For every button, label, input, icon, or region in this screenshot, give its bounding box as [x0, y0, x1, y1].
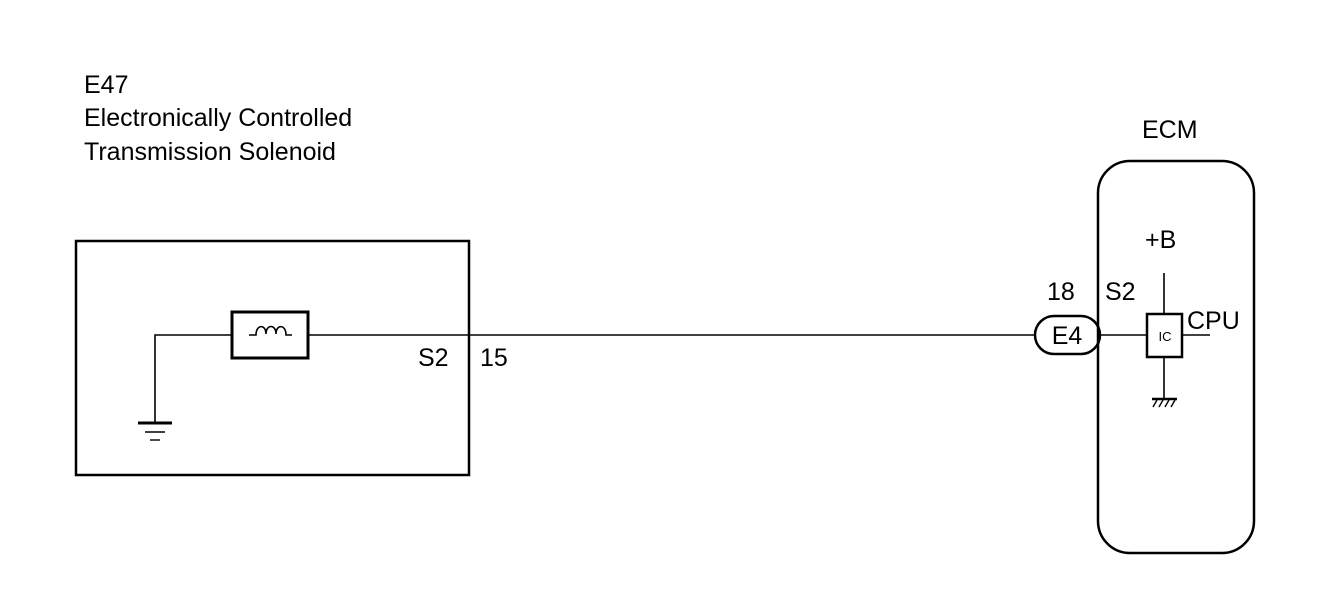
ic-block — [1145, 312, 1184, 359]
solenoid-terminal-name: S2 — [418, 344, 449, 372]
ground-wire — [154, 334, 232, 423]
chassis-ground-icon — [1152, 397, 1177, 408]
ecm-terminal-name: S2 — [1105, 278, 1136, 306]
solenoid-terminal-pin: 15 — [480, 344, 508, 372]
ground-symbol — [138, 421, 172, 441]
solenoid-connector-id: E47 — [84, 71, 128, 99]
solenoid-name-line1: Electronically Controlled — [84, 104, 352, 132]
ecm-title: ECM — [1142, 116, 1198, 144]
solenoid-name-line2: Transmission Solenoid — [84, 138, 336, 166]
solenoid-housing — [74, 239, 471, 477]
solenoid-coil-icon — [230, 310, 310, 360]
ecm-housing — [1096, 159, 1256, 555]
ecm-connector-id: E4 — [1052, 322, 1083, 350]
ecm-terminal-pin: 18 — [1047, 278, 1075, 306]
ecm-supply-label: +B — [1145, 226, 1176, 254]
ic-label: IC — [1159, 329, 1172, 344]
ecm-cpu-label: CPU — [1187, 307, 1240, 335]
